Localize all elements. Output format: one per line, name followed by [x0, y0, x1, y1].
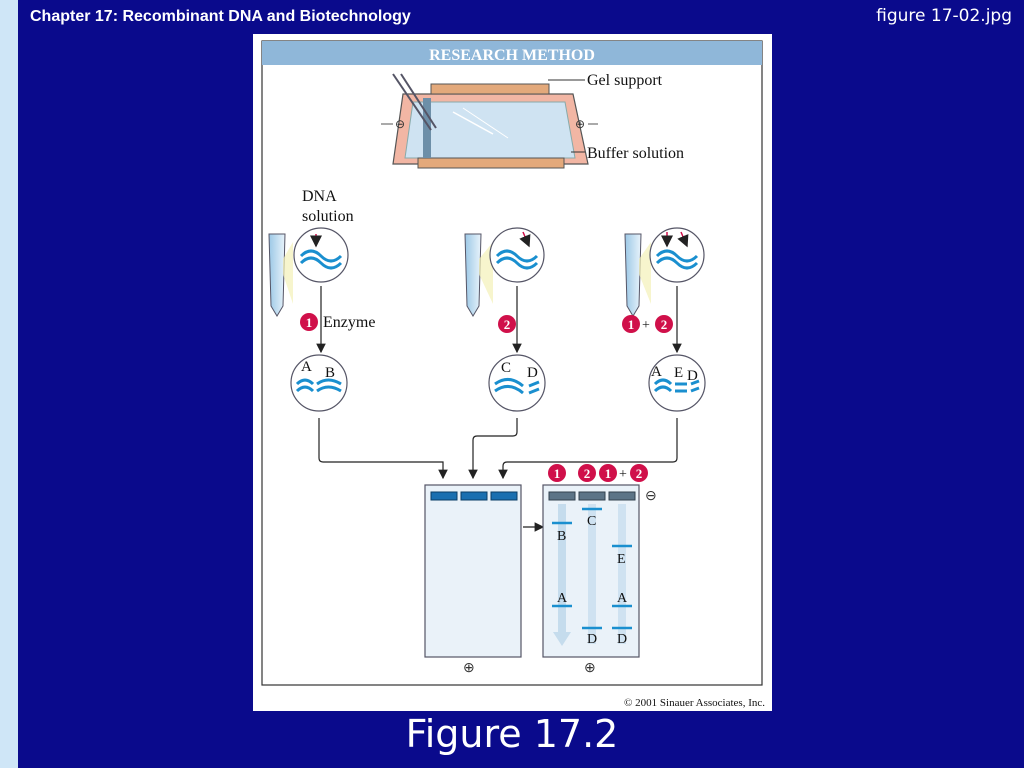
connector-1: [318, 418, 448, 480]
banner-title: RESEARCH METHOD: [429, 47, 595, 64]
gel-support-label: Gel support: [587, 72, 663, 89]
lane-badge-3a: [599, 464, 617, 482]
fragment-b-label: B: [325, 365, 335, 381]
lane-badge-3b-label: 2: [636, 466, 643, 481]
lane-badge-plus: +: [619, 467, 627, 482]
lane-badge-3b: [630, 464, 648, 482]
fragment-a-label-3: A: [651, 364, 662, 380]
step-badge-combined-2-label: 2: [661, 317, 668, 332]
gel-electrophoresis-diagram: RESEARCH METHOD ⊖ ⊕ Gel support Buffer s…: [261, 40, 765, 709]
fragment-c-label: C: [501, 360, 511, 376]
gel-band-d-label-3: D: [617, 632, 627, 647]
gel-band-d-label-2: D: [587, 632, 597, 647]
figure-panel: RESEARCH METHOD ⊖ ⊕ Gel support Buffer s…: [253, 34, 772, 711]
gel-band-a-label-1: A: [557, 591, 568, 606]
lane-badge-1: [548, 464, 566, 482]
chapter-title: Chapter 17: Recombinant DNA and Biotechn…: [30, 8, 411, 25]
step-badge-1: [300, 313, 318, 331]
positive-electrode-icon-2: ⊕: [584, 661, 596, 676]
positive-electrode-icon-1: ⊕: [463, 661, 475, 676]
figure-caption: Figure 17.2: [405, 712, 619, 756]
image-filename: figure 17-02.jpg: [876, 6, 1012, 26]
negative-electrode-icon: ⊖: [645, 489, 657, 504]
fragments-circle-3: [648, 354, 706, 412]
gel-band-c-label: C: [587, 514, 596, 529]
gel-slab-run: [542, 484, 640, 658]
left-accent-stripe: [0, 0, 18, 768]
fragment-a-label: A: [301, 359, 312, 375]
step-badge-2-label: 2: [504, 317, 511, 332]
lane-badge-3a-label: 1: [605, 466, 612, 481]
copyright-notice: © 2001 Sinauer Associates, Inc.: [624, 697, 765, 709]
gel-apparatus: [381, 73, 598, 169]
fragment-e-label-3: E: [674, 365, 683, 381]
connector-3: [498, 418, 678, 480]
gel-band-b-label: B: [557, 529, 566, 544]
fragments-circle-1: [290, 354, 348, 412]
lane-badge-1-label: 1: [554, 466, 561, 481]
sample-column-3: [624, 227, 705, 354]
gel-band-e-label: E: [617, 552, 626, 567]
connector-2: [468, 418, 518, 480]
enzyme-label: Enzyme: [323, 314, 375, 331]
lane-badge-2-label: 2: [584, 466, 591, 481]
sample-column-2: [464, 227, 545, 354]
gel-band-a-label-3: A: [617, 591, 628, 606]
step-badge-1-label: 1: [306, 315, 313, 330]
dna-solution-label-line1: DNA: [302, 188, 337, 205]
banner-background: [262, 41, 762, 65]
fragment-d-label: D: [527, 365, 538, 381]
sample-column-1: [268, 227, 349, 354]
fragments-circle-2: [488, 354, 546, 412]
dna-solution-label-line2: solution: [302, 208, 354, 225]
gel-slab-loaded: [424, 484, 522, 658]
step-badge-combined-1-label: 1: [628, 317, 635, 332]
lane-badge-2: [578, 464, 596, 482]
step-badge-plus: +: [642, 318, 650, 333]
negative-terminal-icon: ⊖: [395, 117, 405, 131]
positive-terminal-icon: ⊕: [575, 117, 585, 131]
buffer-solution-label: Buffer solution: [587, 145, 684, 162]
step-badge-combined-1: [622, 315, 640, 333]
step-badge-2: [498, 315, 516, 333]
fragment-d-label-3: D: [687, 368, 698, 384]
step-badge-combined-2: [655, 315, 673, 333]
